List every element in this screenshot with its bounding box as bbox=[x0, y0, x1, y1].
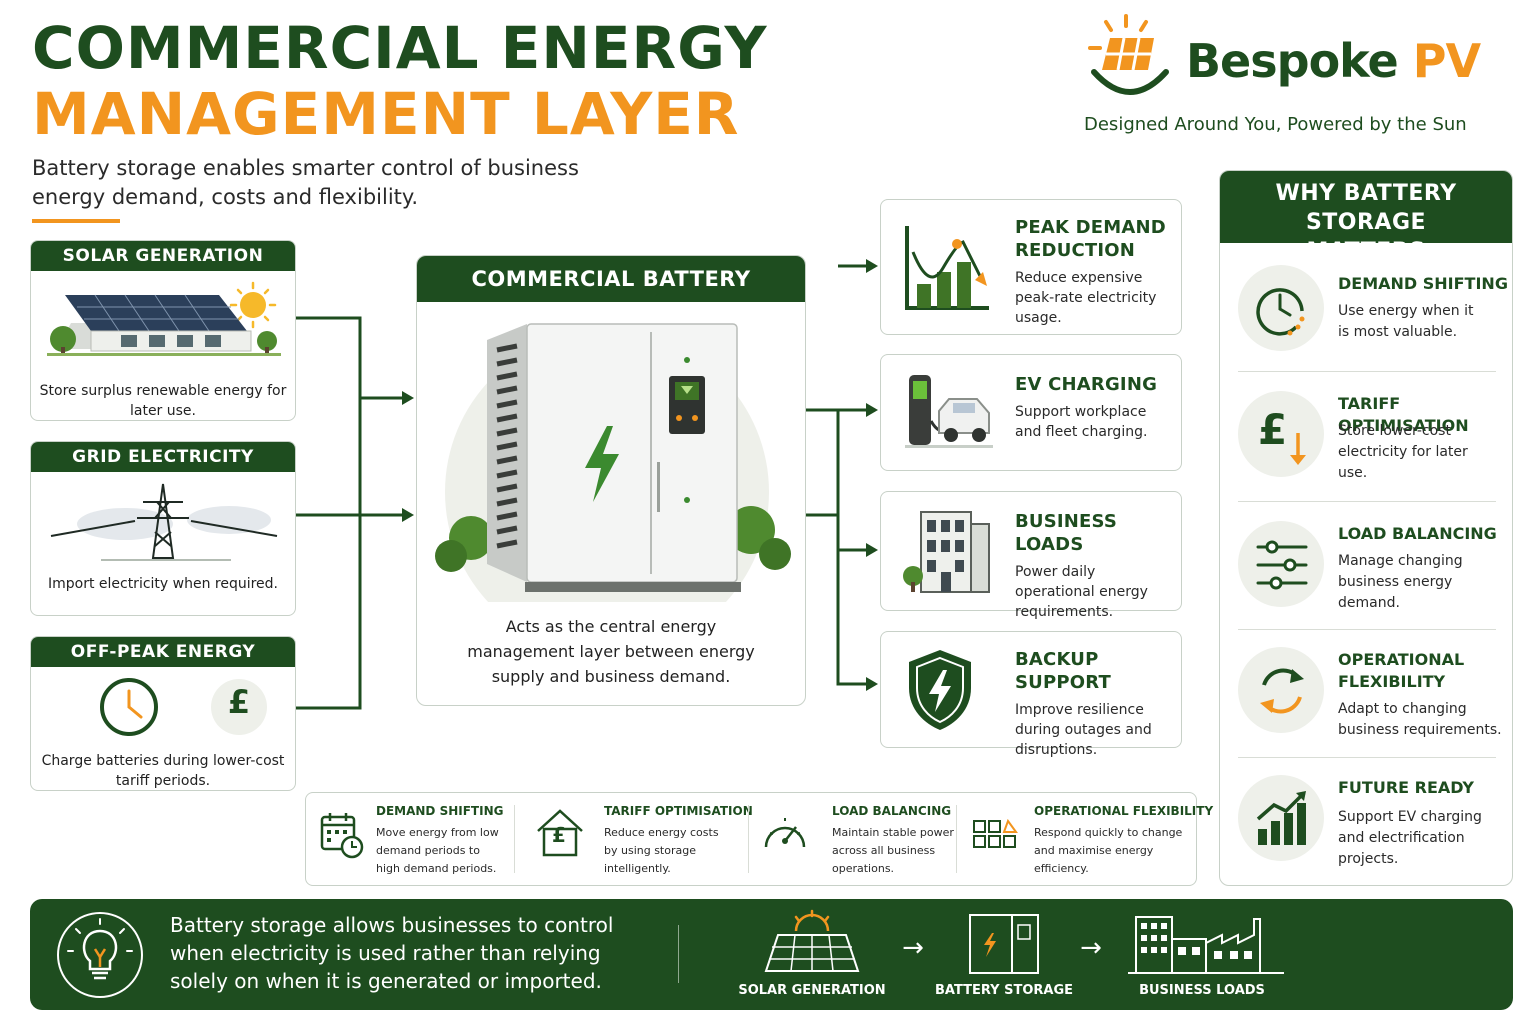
title-line-1: COMMERCIAL ENERGY bbox=[32, 14, 768, 82]
output-text: Power daily operational energy requireme… bbox=[1015, 564, 1148, 620]
battery-cabinet-small-icon bbox=[969, 914, 1039, 974]
flow-arrow-icon: → bbox=[902, 933, 924, 963]
why-item-title: DEMAND SHIFTING bbox=[1338, 274, 1508, 293]
output-text: Improve resilience during outages and di… bbox=[1015, 702, 1152, 758]
flow-label-solar: SOLAR GENERATION bbox=[738, 983, 886, 998]
input-title: GRID ELECTRICITY bbox=[31, 442, 295, 472]
peak-demand-chart-icon bbox=[905, 226, 989, 310]
bespoke-pv-logo-icon bbox=[1088, 14, 1169, 95]
input-title: OFF-PEAK ENERGY bbox=[31, 637, 295, 667]
why-battery-panel: WHY BATTERY STORAGE MATTERS DEMAND SHIFT… bbox=[1219, 170, 1513, 886]
flow-label-business: BUSINESS LOADS bbox=[1139, 983, 1265, 998]
why-panel-title: WHY BATTERY STORAGE MATTERS bbox=[1220, 171, 1512, 264]
pound-icon: £ bbox=[227, 683, 251, 721]
gauge-icon bbox=[764, 818, 806, 848]
output-card-business-loads: BUSINESS LOADS Power daily operational e… bbox=[880, 491, 1182, 620]
house-pound-icon bbox=[537, 809, 583, 857]
why-item-text: Manage changing business energy demand. bbox=[1338, 553, 1463, 611]
battery-cabinet-icon bbox=[435, 323, 791, 654]
why-item-title: OPERATIONAL FLEXIBILITY bbox=[1338, 650, 1465, 691]
benefits-strip: DEMAND SHIFTING Move energy from low dem… bbox=[305, 792, 1213, 886]
output-text: Reduce expensive peak-rate electricity u… bbox=[1015, 270, 1157, 326]
benefit-title: OPERATIONAL FLEXIBILITY bbox=[1034, 804, 1214, 818]
output-card-ev-charging: EV CHARGING Support workplace and fleet … bbox=[880, 354, 1182, 471]
why-item-title: LOAD BALANCING bbox=[1338, 524, 1497, 543]
office-building-icon bbox=[903, 511, 990, 593]
clock-icon bbox=[1256, 288, 1305, 336]
input-card-solar: SOLAR GENERATION Store surplus renewable… bbox=[30, 240, 296, 421]
refresh-icon bbox=[1260, 668, 1304, 714]
why-item-title: TARIFF OPTIMISATION bbox=[1338, 394, 1469, 435]
benefit-operational-flexibility: OPERATIONAL FLEXIBILITY Respond quickly … bbox=[962, 793, 1213, 885]
benefit-text: Move energy from low demand periods to h… bbox=[376, 826, 499, 875]
output-title: EV CHARGING bbox=[1015, 374, 1158, 395]
input-card-grid: GRID ELECTRICITY Import electricity when… bbox=[30, 441, 296, 616]
brand-name: Bespoke PV bbox=[1186, 34, 1481, 88]
lightbulb-icon bbox=[57, 912, 143, 998]
down-arrow-icon bbox=[1290, 433, 1306, 465]
growth-chart-icon bbox=[1256, 791, 1306, 845]
pylon-icon bbox=[50, 483, 278, 561]
sliders-icon bbox=[1256, 540, 1308, 590]
output-card-backup-support: BACKUP SUPPORT Improve resilience during… bbox=[880, 631, 1182, 758]
why-item-title: FUTURE READY bbox=[1338, 778, 1474, 797]
benefit-load-balancing: LOAD BALANCING Maintain stable power acr… bbox=[754, 793, 958, 885]
solar-panel-icon bbox=[764, 909, 860, 972]
input-text: Import electricity when required. bbox=[47, 576, 279, 592]
why-item-text: Support EV charging and electrification … bbox=[1338, 809, 1482, 867]
benefit-title: LOAD BALANCING bbox=[832, 804, 952, 818]
why-item-text: Store lower-cost electricity for later u… bbox=[1338, 423, 1468, 481]
solar-house-icon bbox=[47, 281, 281, 356]
benefit-tariff-optimisation: £ TARIFF OPTIMISATION Reduce energy cost… bbox=[526, 793, 753, 885]
output-card-peak-demand: PEAK DEMAND REDUCTION Reduce expensive p… bbox=[880, 199, 1182, 335]
title-line-2: MANAGEMENT LAYER bbox=[32, 80, 740, 148]
flow-arrow-icon: → bbox=[1080, 933, 1102, 963]
output-title: BUSINESS LOADS bbox=[1015, 511, 1118, 555]
output-title: BACKUP SUPPORT bbox=[1015, 649, 1111, 693]
subtitle: Battery storage enables smarter control … bbox=[32, 156, 579, 209]
pound-icon: £ bbox=[1258, 405, 1288, 454]
benefit-title: DEMAND SHIFTING bbox=[376, 804, 504, 818]
subtitle-underline bbox=[32, 219, 120, 223]
benefit-title: TARIFF OPTIMISATION bbox=[604, 804, 753, 818]
ev-charger-icon bbox=[905, 375, 993, 448]
why-item-text: Adapt to changing business requirements. bbox=[1338, 701, 1502, 738]
input-text: Store surplus renewable energy for later… bbox=[39, 383, 287, 419]
pound-icon: £ bbox=[552, 823, 566, 847]
why-item-text: Use energy when it is most valuable. bbox=[1338, 303, 1474, 340]
benefit-text: Respond quickly to change and maximise e… bbox=[1034, 826, 1183, 875]
output-title: PEAK DEMAND REDUCTION bbox=[1015, 217, 1166, 261]
footer-text: Battery storage allows businesses to con… bbox=[170, 913, 614, 993]
benefit-demand-shifting: DEMAND SHIFTING Move energy from low dem… bbox=[306, 793, 524, 885]
input-text: Charge batteries during lower-cost tarif… bbox=[41, 753, 285, 789]
battery-storage-text: Acts as the central energy management la… bbox=[467, 617, 755, 686]
input-title: SOLAR GENERATION bbox=[31, 241, 295, 271]
clock-and-pound-icon bbox=[100, 678, 267, 736]
footer-banner: Battery storage allows businesses to con… bbox=[30, 899, 1513, 1010]
flow-label-battery: BATTERY STORAGE bbox=[934, 983, 1074, 998]
benefit-text: Maintain stable power across all busines… bbox=[832, 826, 954, 875]
battery-storage-card: COMMERCIAL BATTERY STORAGE Acts as th bbox=[416, 255, 806, 706]
business-buildings-icon bbox=[1128, 916, 1284, 974]
benefit-text: Reduce energy costs by using storage int… bbox=[604, 826, 719, 875]
shield-icon bbox=[909, 650, 971, 730]
brand-tagline: Designed Around You, Powered by the Sun bbox=[1084, 114, 1467, 135]
output-text: Support workplace and fleet charging. bbox=[1015, 404, 1148, 440]
input-card-offpeak: OFF-PEAK ENERGY £ Charge batteries durin… bbox=[30, 636, 296, 791]
battery-storage-title: COMMERCIAL BATTERY STORAGE bbox=[417, 256, 805, 337]
calendar-clock-icon bbox=[320, 813, 364, 859]
modules-icon bbox=[973, 819, 1018, 848]
